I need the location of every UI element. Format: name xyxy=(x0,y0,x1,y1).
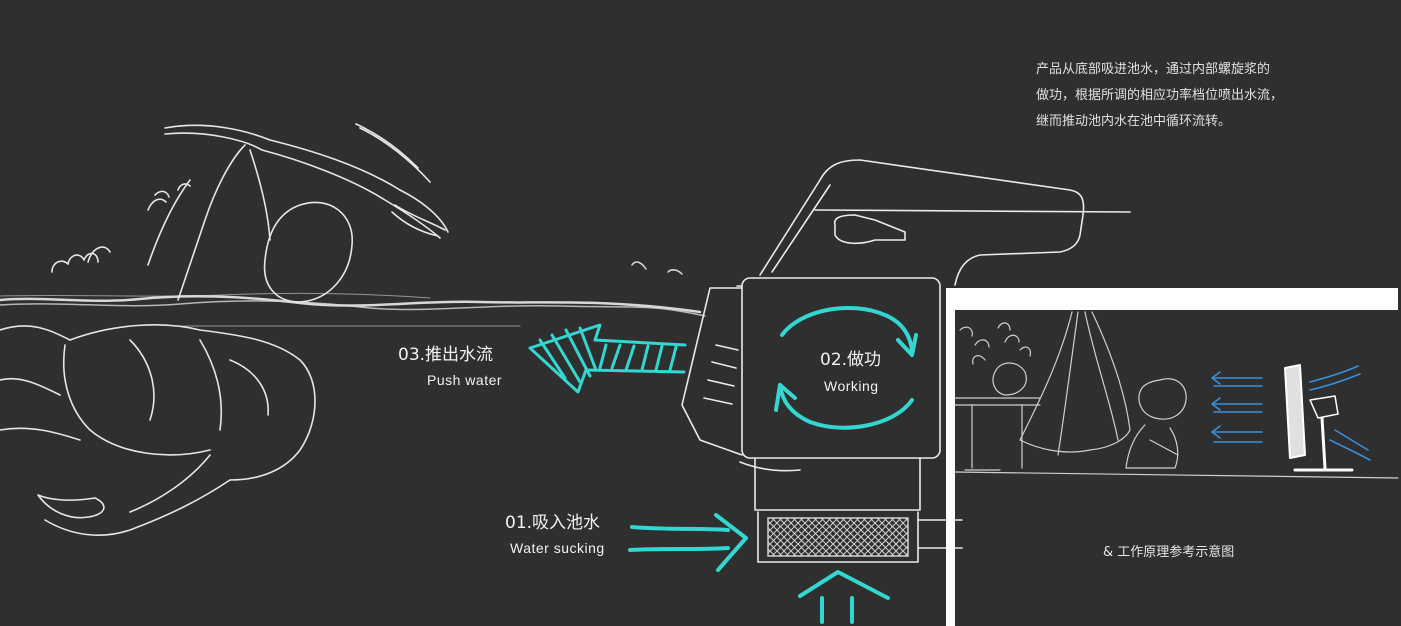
step-2-label-cn: 02.做功 xyxy=(820,345,881,370)
step-1-label-cn: 01.吸入池水 xyxy=(505,508,600,533)
reference-caption: & 工作原理参考示意图 xyxy=(1103,541,1234,560)
step-3-label-en: Push water xyxy=(427,372,502,388)
room-sketch xyxy=(955,312,1398,478)
push-arrow-icon xyxy=(530,325,685,392)
step-1-label-en: Water sucking xyxy=(510,540,605,556)
swimmer-sketch xyxy=(0,124,448,535)
pump-device-sketch xyxy=(682,160,1130,562)
reference-frame xyxy=(946,288,1398,626)
description-line: 产品从底部吸进池水，通过内部螺旋浆的 xyxy=(1036,57,1336,83)
step-3-label-cn: 03.推出水流 xyxy=(398,340,493,365)
description-line: 做功，根据所调的相应功率档位喷出水流， xyxy=(1036,83,1336,109)
intake-grille xyxy=(768,518,908,556)
water-surface xyxy=(0,262,705,326)
step-2-label-en: Working xyxy=(824,378,879,394)
intake-arrow-icon xyxy=(630,515,888,622)
description-text: 产品从底部吸进池水，通过内部螺旋浆的 做功，根据所调的相应功率档位喷出水流， 继… xyxy=(1036,57,1336,135)
description-line: 继而推动池内水在池中循环流转。 xyxy=(1036,109,1336,135)
